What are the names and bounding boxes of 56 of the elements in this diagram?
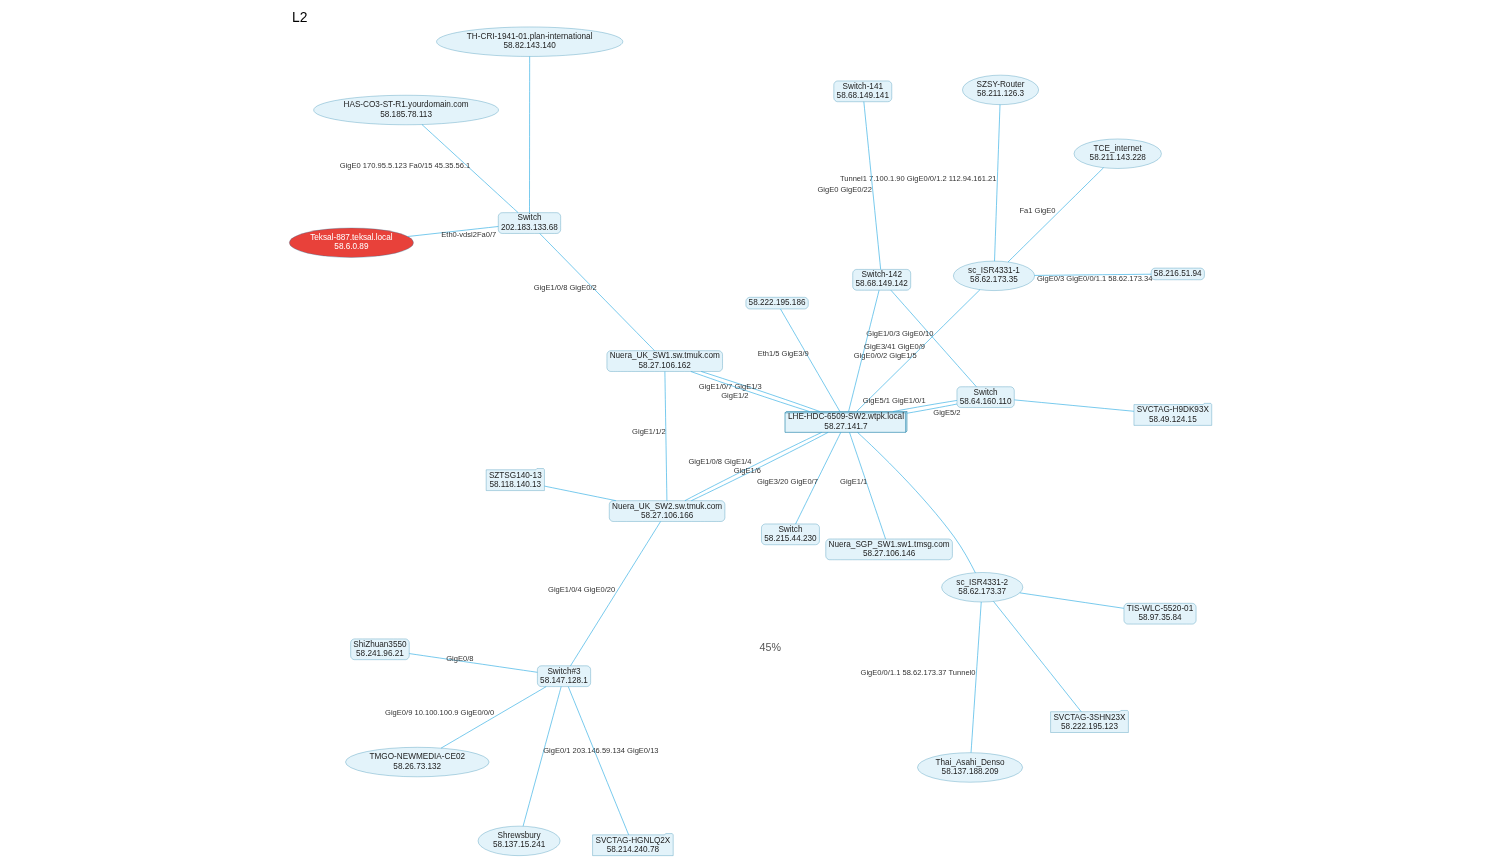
- connector: [993, 104, 1000, 262]
- connector: [1013, 399, 1134, 412]
- connector: [848, 432, 886, 540]
- edge-label: GigE0/0/2 GigE1/5: [853, 350, 917, 360]
- connector: [690, 371, 810, 412]
- connector: [992, 601, 1081, 712]
- edge-label: GigE0/1 203.146.59.134 GigE0/13: [542, 745, 659, 755]
- connector: [1007, 167, 1104, 263]
- connector: [664, 371, 667, 501]
- edge-label: GigE3/41 GigE0/9: [863, 341, 925, 351]
- connector: [522, 686, 561, 827]
- connector: [700, 371, 820, 412]
- connector: [794, 432, 841, 525]
- edge-label: GigE0/3 GigE0/0/1.1 58.62.173.34: [1036, 273, 1152, 283]
- connector: [543, 485, 616, 501]
- connector: [856, 432, 976, 574]
- connector: [855, 289, 980, 412]
- connector: [1019, 592, 1124, 609]
- edge-label: GigE1/0/3 GigE0/10: [865, 329, 933, 339]
- connector: [892, 400, 957, 412]
- connector: [538, 233, 655, 351]
- connector: [421, 124, 518, 213]
- edge-label: GigE1/0/8 GigE1/4: [687, 457, 751, 467]
- connector: [847, 289, 879, 412]
- label: 45%: [759, 640, 781, 653]
- edge-label: Eth1/5 GigE3/9: [757, 349, 809, 359]
- edge-label: GigE3/20 GigE0/7: [756, 477, 818, 487]
- edge-label: Eth0-vdsl2Fa0/7: [440, 230, 496, 240]
- connector: [1033, 273, 1151, 276]
- connector: [406, 226, 499, 237]
- edge-label: GigE5/1 GigE1/0/1: [862, 396, 926, 406]
- connector: [408, 653, 538, 673]
- edge-label: Fa1 GigE0: [1018, 205, 1056, 215]
- connector: [863, 101, 881, 270]
- edge-label: GigE5/2: [932, 407, 961, 417]
- connector: [779, 308, 840, 412]
- edge-label: GigE1/2: [720, 390, 748, 400]
- connector: [569, 521, 661, 667]
- edge-label: GigE0/0/1.1 58.62.173.37 Tunnel0: [860, 668, 976, 678]
- edge-label: GigE1/0/4 GigE0/20: [547, 584, 615, 594]
- edge-label: GigE0/9 10.100.100.9 GigE0/0/0: [384, 707, 494, 717]
- edge-label: GigE1/0/7 GigE1/3: [698, 382, 762, 392]
- edge-label: GigE1/1: [839, 476, 867, 486]
- diagram-title: L2: [291, 8, 307, 25]
- edge-label: GigE0/8: [445, 653, 474, 663]
- connector: [970, 601, 982, 753]
- connector: [890, 289, 977, 388]
- edge-label: GigE1/1/2: [631, 426, 666, 436]
- edge-label: Tunnel1 7.100.1.90 GigE0/0/1.2 112.94.161.21: [839, 173, 996, 183]
- connector: [567, 686, 629, 836]
- connector: [528, 56, 530, 213]
- edge-label: GigE1/0/8 GigE0/2: [533, 282, 597, 292]
- edge-label: GigE0 GigE0/22: [816, 184, 872, 194]
- connector: [440, 686, 546, 749]
- connector: [906, 403, 957, 414]
- edge-label: GigE0 170.95.5.123 Fa0/15 45.35.56.1: [339, 160, 470, 170]
